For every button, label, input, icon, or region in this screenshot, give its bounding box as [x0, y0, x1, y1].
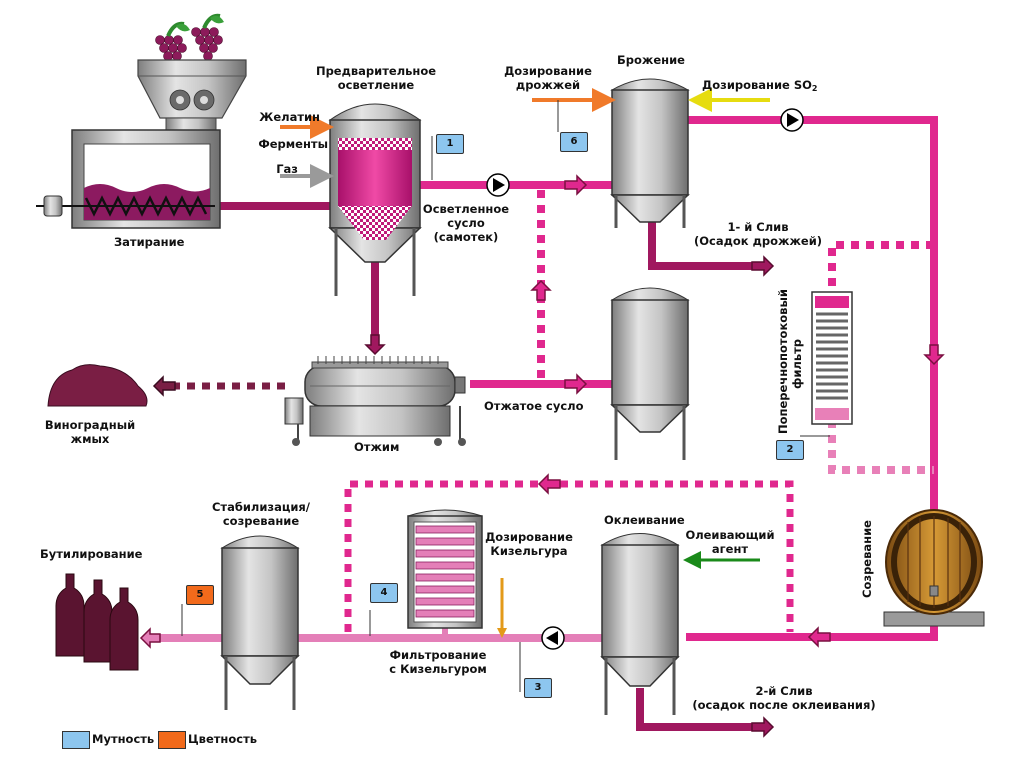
label-yeast-dosing-line1: Дозирование	[504, 64, 592, 78]
label-filtration-line1: Фильтрование	[389, 648, 487, 662]
turbidity-badge-1: 1	[436, 134, 464, 154]
legend-turbidity-swatch	[62, 731, 90, 749]
label-stabilization: Стабилизация/ созревание	[196, 500, 326, 528]
label-crossflow-filter: Поперечнопотоковый фильтр	[776, 289, 804, 434]
arrow-left-icon	[537, 473, 561, 495]
label-drain2: 2-й Слив (осадок после оклеивания)	[684, 684, 884, 712]
label-clarified-must-line3: (самотек)	[433, 230, 499, 244]
flow-arrows	[139, 174, 945, 738]
label-so2-dosing-text: Дозирование SO	[702, 78, 812, 92]
label-gelatin: Желатин	[259, 110, 320, 124]
color-badge-5: 5	[186, 585, 214, 605]
label-zatiranie: Затирание	[114, 235, 185, 249]
label-drain1-line1: 1- й Слив	[727, 220, 789, 234]
pump-icon	[486, 173, 510, 197]
label-pomace-line2: жмых	[70, 432, 110, 446]
label-fining: Оклеивание	[604, 513, 685, 527]
label-maturation: Созревание	[860, 520, 874, 598]
label-pressed-must: Отжатое сусло	[484, 399, 584, 413]
label-stabilization-line2: созревание	[222, 514, 300, 528]
legend-turbidity-label: Мутность	[92, 732, 155, 746]
label-yeast-dosing-line2: дрожжей	[515, 78, 581, 92]
arrow-left-icon	[152, 375, 176, 397]
label-pre-clarification-line1: Предварительное	[315, 64, 437, 78]
arrow-down-icon	[923, 344, 945, 366]
press-machine	[284, 356, 466, 446]
turbidity-badge-6: 6	[560, 132, 588, 152]
label-fining-agent-line1: Олеивающий	[685, 528, 775, 542]
label-fermentation: Брожение	[617, 53, 685, 67]
arrow-left-icon	[807, 626, 831, 648]
turbidity-badge-2: 2	[776, 440, 804, 460]
arrow-down-icon	[364, 334, 386, 356]
pomace-pile-icon	[47, 364, 148, 407]
arrow-up-icon	[530, 279, 552, 301]
label-filtration: Фильтрование с Кизельгуром	[378, 648, 498, 676]
turbidity-badge-3: 3	[524, 678, 552, 698]
label-pre-clarification-line2: осветление	[337, 78, 415, 92]
label-clarified-must-line1: Осветленное	[422, 202, 510, 216]
label-pomace-line1: Виноградный	[44, 418, 136, 432]
label-clarified-must: Осветленное сусло (самотек)	[418, 202, 514, 244]
pre-clarifier-tank	[328, 103, 422, 296]
label-crossflow-filter-line2: фильтр	[790, 338, 804, 390]
label-drain1: 1- й Слив (Осадок дрожжей)	[688, 220, 828, 248]
label-so2-subscript: 2	[811, 84, 818, 93]
label-drain2-line2: (осадок после оклеивания)	[692, 698, 876, 712]
pump-icon	[780, 108, 804, 132]
label-so2-dosing: Дозирование SO2	[702, 78, 818, 96]
pump-icon	[541, 626, 565, 650]
label-gas: Газ	[276, 162, 298, 176]
label-drain2-line1: 2-й Слив	[755, 684, 813, 698]
turbidity-badge-4: 4	[370, 583, 398, 603]
arrow-right-icon	[564, 373, 588, 395]
barrel-icon	[883, 509, 985, 627]
arrow-right-icon	[751, 716, 775, 738]
legend-color-label: Цветность	[188, 732, 258, 746]
fining-tank	[600, 533, 680, 715]
arrow-right-icon	[564, 174, 588, 196]
label-pre-clarification: Предварительное осветление	[306, 64, 446, 92]
label-clarified-must-line2: сусло	[447, 216, 485, 230]
wine-bottles-icon	[55, 573, 139, 671]
arrow-left-icon	[139, 627, 161, 649]
label-stabilization-line1: Стабилизация/	[211, 500, 311, 514]
crossflow-filter	[811, 291, 853, 425]
legend-color-swatch	[158, 731, 186, 749]
kieselguhr-filter	[407, 509, 483, 629]
label-yeast-dosing: Дозирование дрожжей	[500, 64, 596, 92]
label-filtration-line2: с Кизельгуром	[389, 662, 487, 676]
fermentation-tank	[610, 78, 690, 228]
crusher-machine	[36, 13, 247, 229]
arrow-right-icon	[751, 255, 775, 277]
label-kieselguhr-dosing: Дозирование Кизельгура	[474, 530, 584, 558]
label-drain1-line2: (Осадок дрожжей)	[693, 234, 823, 248]
label-pomace: Виноградный жмых	[30, 418, 150, 446]
label-kieselguhr-dosing-line1: Дозирование	[485, 530, 573, 544]
stabilization-tank	[220, 535, 300, 710]
label-fining-agent: Олеивающий агент	[680, 528, 780, 556]
settling-tank	[610, 287, 690, 460]
label-kieselguhr-dosing-line2: Кизельгура	[490, 544, 568, 558]
label-fining-agent-line2: агент	[711, 542, 749, 556]
label-crossflow-filter-line1: Поперечнопотоковый	[776, 289, 790, 434]
label-bottling: Бутилирование	[40, 547, 143, 561]
label-enzymes: Ферменты	[258, 137, 328, 151]
label-pressing: Отжим	[354, 440, 400, 454]
